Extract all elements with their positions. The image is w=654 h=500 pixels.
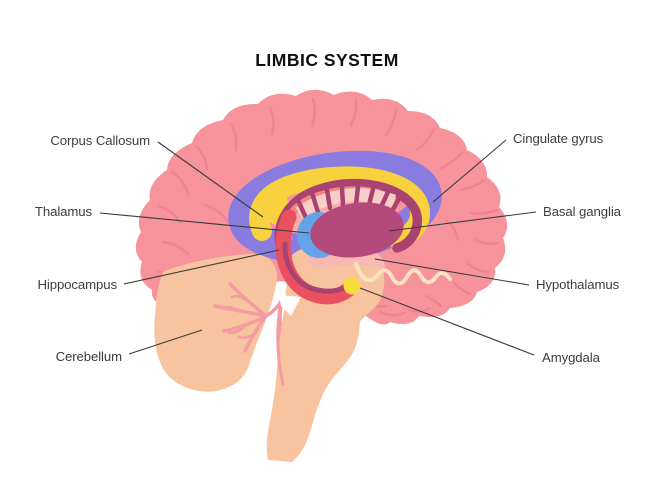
stripe-line [309,190,321,215]
sulcus-line [466,262,490,274]
stripe-line [294,195,309,221]
sulcus-line [203,203,230,224]
sulcus-line [469,208,499,215]
sulcus-line [378,310,406,317]
cerebellum-shape [154,254,277,392]
arbor-branch [221,305,240,313]
basal-ganglia-shape [310,202,404,258]
label-hypothalamus: Hypothalamus [536,277,620,292]
hypothalamus-leader-line [374,258,530,286]
arbor-branch [243,314,268,353]
label-cerebellum: Cerebellum [55,349,123,364]
sulcus-line [458,178,487,192]
arbor-branch [237,333,255,339]
sulcus-line [194,144,209,172]
internal-capsule-stripes [294,184,403,221]
white-wedge [279,295,301,316]
sulcus-line [170,170,190,196]
label-hippocampus: Hippocampus [37,277,117,292]
stripe-line [339,185,346,208]
sulcus-line [473,238,500,245]
thalamus-leader-line [99,212,310,234]
stripe-line [389,194,403,214]
cerebellum-leader-line [128,329,203,355]
sulcus-line [229,122,238,152]
basal-ganglia-leader-line [388,211,537,232]
sulcus-line [415,127,436,152]
sulcus-line [268,106,275,136]
cingulate-gyrus-leader-line [432,139,507,203]
label-thalamus: Thalamus [34,204,92,219]
arbor-branch [222,314,268,333]
stripe-line [353,184,361,207]
amygdala-shape [343,277,361,295]
page-title: LIMBIC SYSTEM [255,50,399,70]
amygdala-leader-line [359,287,535,356]
hippocampus-leader-line [123,249,280,285]
label-amygdala: Amygdala [542,350,600,365]
corpus-callosum-leader-line [157,141,264,218]
sulcus-line [161,240,190,256]
arbor-branch [213,304,268,318]
stripe-line [366,186,376,208]
arbor-branch [230,294,249,303]
sulcus-line [439,150,465,170]
stripe-line [324,187,333,211]
sulcus-line [310,97,316,128]
sulcus-line [424,294,443,308]
label-basal-ganglia: Basal ganglia [543,204,621,219]
arbor-branch [227,325,246,335]
sulcus-line [349,98,358,128]
leader-lines [99,139,537,356]
parahippocampal-squiggle [354,262,452,286]
sulcus-line [444,218,460,242]
label-cingulate-gyrus: Cingulate gyrus [513,131,604,146]
label-corpus-callosum: Corpus Callosum [50,133,150,148]
sulcus-line [452,281,472,296]
sulcus-line [384,108,398,137]
stripe-line [378,189,391,210]
brainstem-center-line [276,298,285,386]
